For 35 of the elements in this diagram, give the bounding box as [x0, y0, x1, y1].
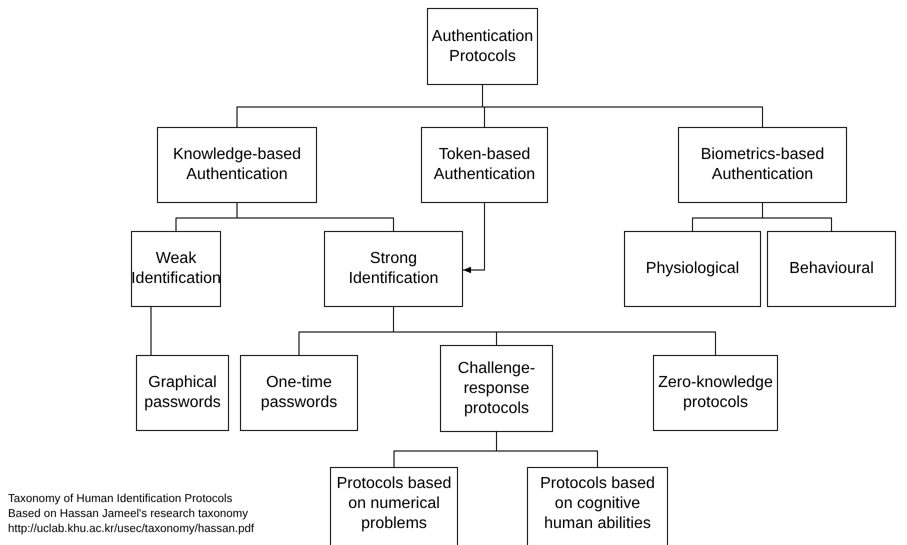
- node-label: Weak Identification: [130, 249, 222, 289]
- note-text: Taxonomy of Human Identification Protocols: [8, 492, 232, 506]
- node-label: Zero-knowledge protocols: [657, 373, 774, 413]
- node-label: Behavioural: [788, 259, 875, 279]
- node-label: Protocols based on numerical problems: [336, 474, 452, 534]
- node-label: Graphical passwords: [143, 373, 222, 413]
- node-label: Authentication Protocols: [430, 26, 534, 66]
- process-box: [136, 355, 229, 431]
- process-box: [440, 345, 553, 432]
- node-label: Physiological: [644, 259, 740, 279]
- node-label: One-time passwords: [260, 373, 338, 413]
- node-label: Strong Identification: [348, 249, 440, 289]
- process-box: [240, 355, 358, 431]
- note-text: Based on Hassan Jameel's research taxonomy: [8, 507, 248, 521]
- process-box: [624, 231, 761, 307]
- connector-line: [150, 306, 152, 356]
- node-label: Knowledge-based Authentication: [172, 145, 302, 185]
- process-box: [527, 467, 668, 545]
- process-box: [324, 231, 463, 307]
- note-text: http://uclab.khu.ac.kr/usec/taxonomy/hassan.pdf: [8, 522, 254, 536]
- arrow: [462, 202, 485, 274]
- process-box: [427, 8, 538, 85]
- process-box: [131, 231, 221, 307]
- process-box: [678, 127, 847, 203]
- process-box: [157, 127, 317, 203]
- process-box: [330, 467, 458, 545]
- process-box: [767, 231, 896, 307]
- node-label: Protocols based on cognitive human abilities: [539, 474, 656, 534]
- node-label: Challenge-response protocols: [456, 358, 536, 418]
- node-label: Token-based Authentication: [432, 145, 536, 185]
- process-box: [653, 355, 778, 431]
- node-label: Biometrics-based Authentication: [700, 145, 826, 185]
- connector-line: [236, 202, 394, 232]
- connector-line: [762, 202, 832, 232]
- process-box: [421, 127, 548, 203]
